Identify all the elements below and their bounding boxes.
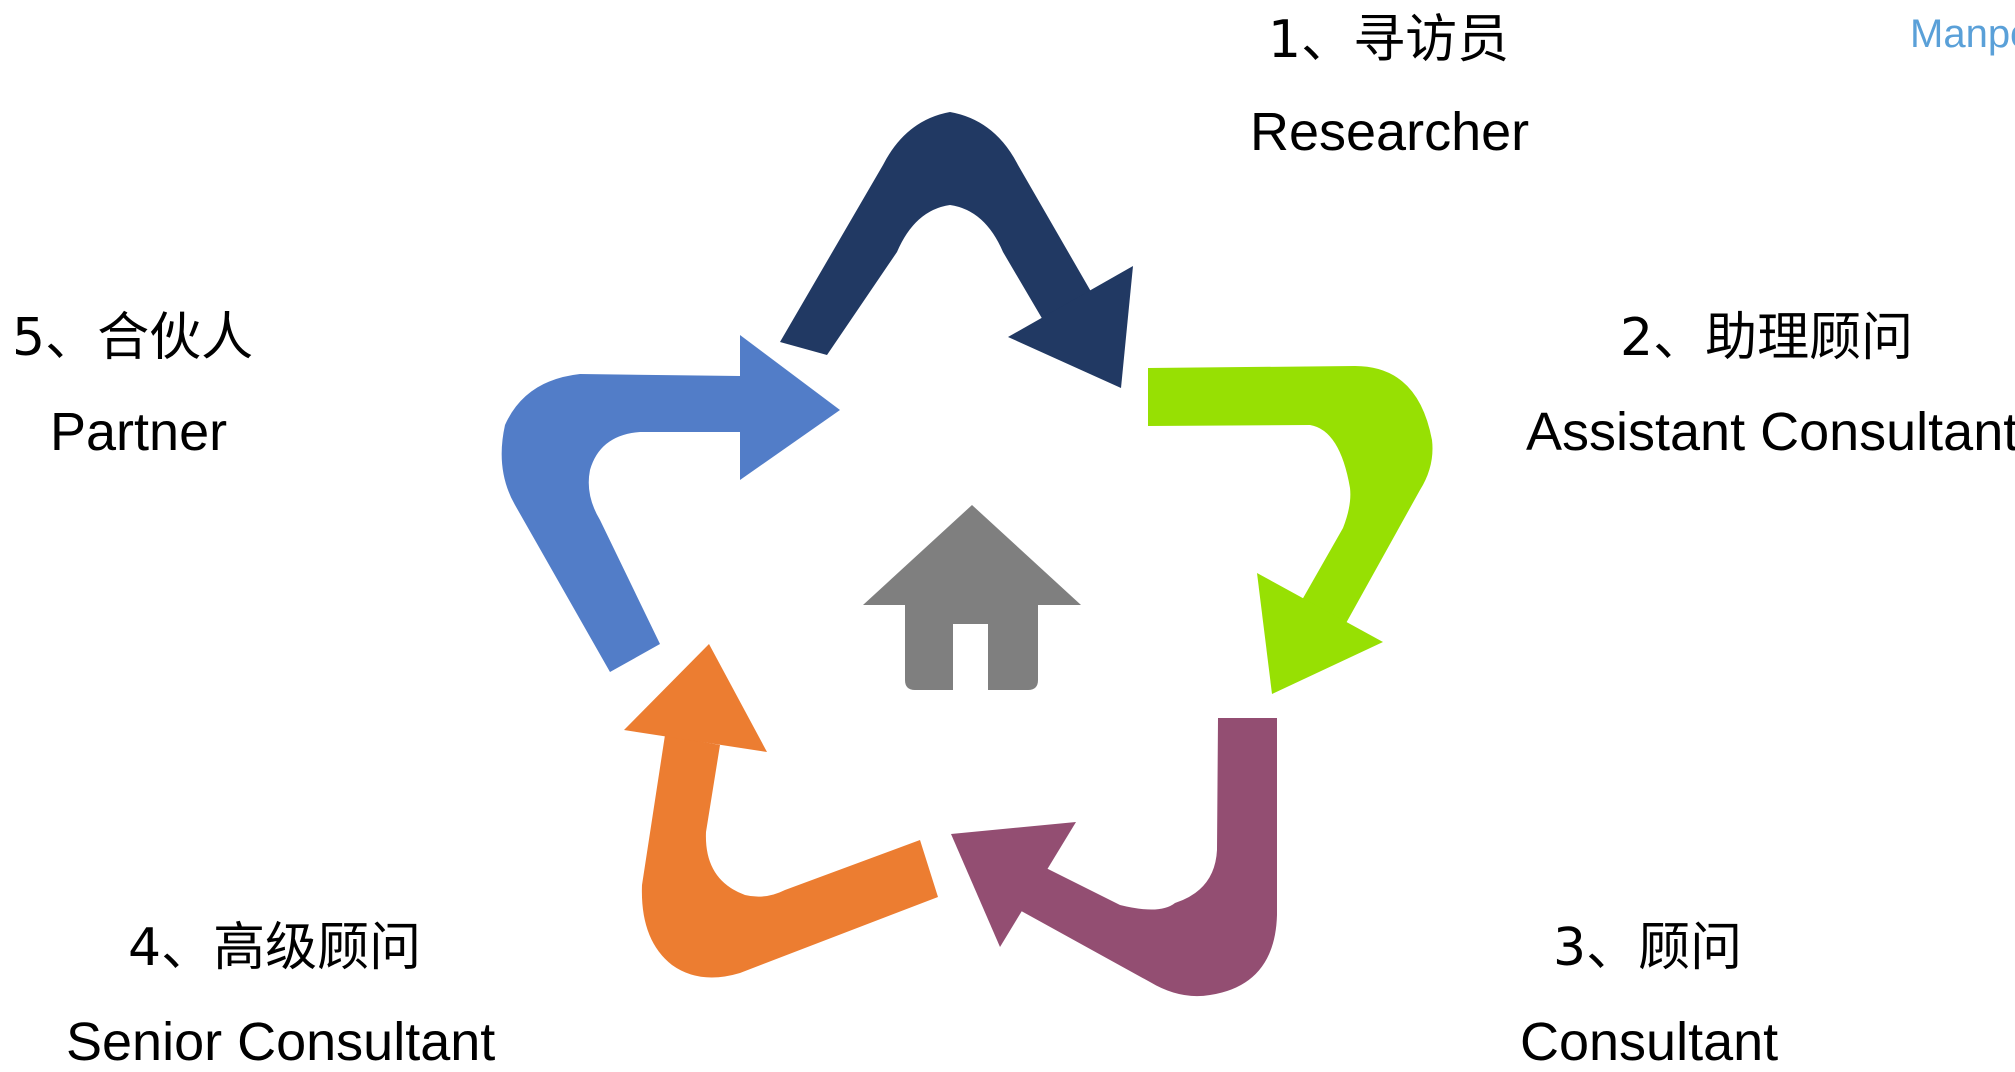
arrow-researcher	[780, 112, 1133, 388]
stage-2-title-en: Assistant Consultant	[1526, 402, 2015, 462]
stage-5-title-cn: 5、合伙人	[12, 308, 254, 368]
stage-1-title-cn: 1、寻访员	[1268, 10, 1510, 70]
arrow-consultant-body	[1005, 718, 1277, 997]
home-icon-body	[905, 603, 1038, 690]
stage-5-title-en: Partner	[50, 402, 228, 462]
stage-1-title-en: Researcher	[1250, 102, 1530, 162]
stage-2-title-cn: 2、助理顾问	[1620, 308, 1914, 368]
arrow-assistant-head	[1257, 573, 1383, 694]
arrow-assistant	[1148, 366, 1433, 694]
home-icon	[863, 505, 1081, 690]
arrow-assistant-body	[1148, 366, 1433, 625]
stage-3-title-en: Consultant	[1520, 1012, 1779, 1072]
arrow-partner	[501, 335, 840, 672]
home-icon-roof	[863, 505, 1081, 605]
arrow-partner-body	[501, 374, 740, 672]
arrow-researcher-head	[1008, 266, 1133, 388]
arrow-senior-head	[624, 644, 767, 752]
brand-logo-text: Manpo	[1910, 12, 2015, 56]
arrow-consultant	[951, 718, 1277, 997]
arrow-consultant-head	[951, 822, 1076, 947]
arrow-senior	[624, 644, 938, 978]
arrow-partner-head	[740, 335, 840, 480]
stage-3-title-cn: 3、顾问	[1553, 918, 1743, 978]
arrow-researcher-body	[780, 112, 1097, 355]
arrow-senior-body	[641, 735, 938, 978]
stage-4-title-en: Senior Consultant	[66, 1012, 496, 1072]
stage-4-title-cn: 4、高级顾问	[128, 918, 422, 978]
